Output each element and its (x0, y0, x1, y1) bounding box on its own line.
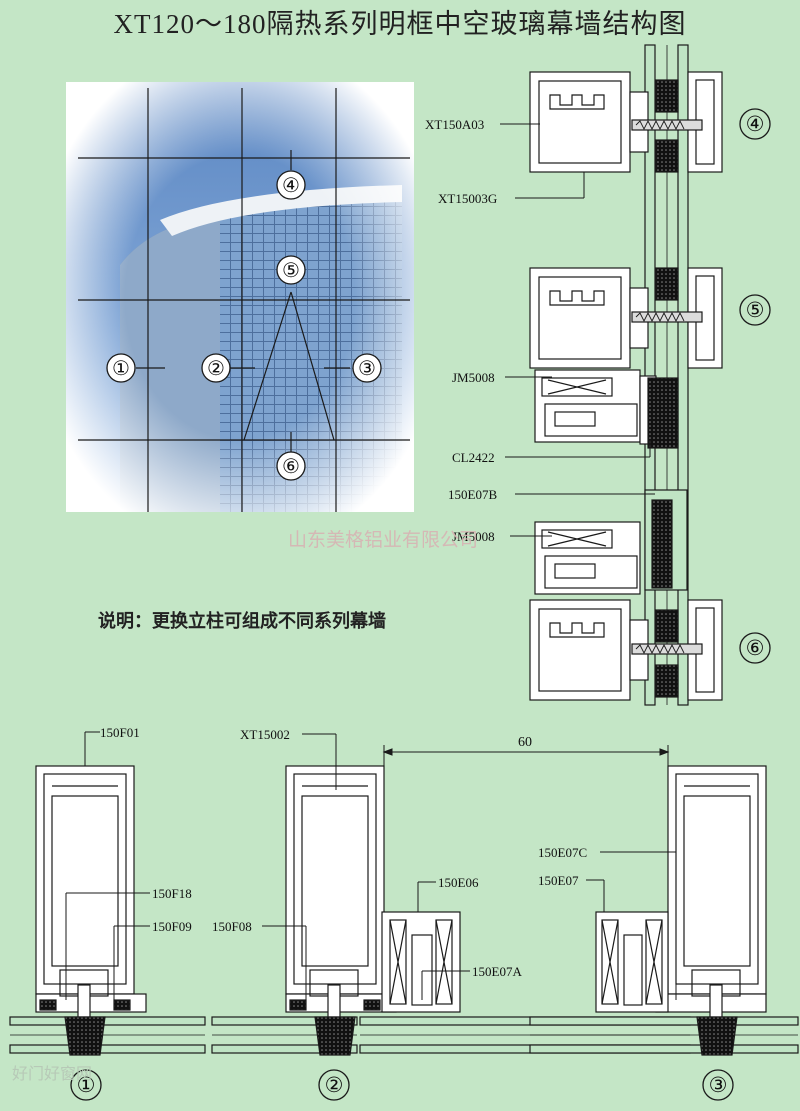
photo-marker-6: ⑥ (282, 456, 300, 478)
side-marker-6: ⑥ (746, 636, 765, 660)
label-150e06: 150E06 (438, 875, 479, 890)
watermark-site: 好门好窗网 (12, 1064, 93, 1083)
label-cl2422: CL2422 (452, 450, 495, 465)
horizontal-labels: 150F01 150F18 150F09 150F08 XT15002 150E… (100, 725, 587, 979)
side-marker-4: ④ (746, 112, 765, 136)
vertical-section (500, 44, 723, 706)
transom-4 (529, 71, 723, 173)
label-jm5008-top: JM5008 (452, 370, 495, 385)
label-jm5008-bottom: JM5008 (452, 529, 495, 544)
photo-marker-3: ③ (358, 358, 376, 380)
bottom-marker-2: ② (325, 1073, 344, 1097)
bottom-marker-3: ③ (709, 1073, 728, 1097)
note-text: 说明：更换立柱可组成不同系列幕墙 (98, 611, 386, 632)
label-150e07a: 150E07A (472, 964, 522, 979)
label-xt15002: XT15002 (240, 727, 290, 742)
label-150f08: 150F08 (212, 919, 252, 934)
label-xt150a03: XT150A03 (425, 117, 484, 132)
label-150f18: 150F18 (152, 886, 192, 901)
label-xt15003g: XT15003G (438, 191, 497, 206)
bottom-marker-1: ① (77, 1073, 96, 1097)
building-photo: ① ② ③ ④ ⑤ ⑥ (66, 82, 414, 512)
transom-6 (529, 599, 723, 701)
side-marker-5: ⑤ (746, 298, 765, 322)
label-150e07c: 150E07C (538, 845, 587, 860)
photo-marker-1: ① (112, 358, 130, 380)
transom-5 (529, 267, 723, 369)
horizontal-sections (9, 731, 799, 1056)
page-title: XT120～180隔热系列明框中空玻璃幕墙结构图 (113, 9, 687, 39)
label-150e07b: 150E07B (448, 487, 497, 502)
label-150e07: 150E07 (538, 873, 579, 888)
dimension-60 (382, 745, 670, 775)
watermark-company: 山东美格铝业有限公司 (288, 529, 479, 551)
mullion-1 (35, 765, 147, 1056)
vent-frame (534, 369, 688, 595)
label-150f01: 150F01 (100, 725, 140, 740)
label-150f09: 150F09 (152, 919, 192, 934)
dimension-label: 60 (518, 735, 532, 750)
photo-marker-2: ② (207, 358, 225, 380)
photo-marker-4: ④ (282, 175, 300, 197)
vertical-labels: XT150A03 XT15003G JM5008 CL2422 150E07B … (425, 117, 497, 544)
mullion-2 (285, 765, 461, 1056)
photo-marker-5: ⑤ (282, 260, 300, 282)
mullion-3 (595, 765, 767, 1056)
